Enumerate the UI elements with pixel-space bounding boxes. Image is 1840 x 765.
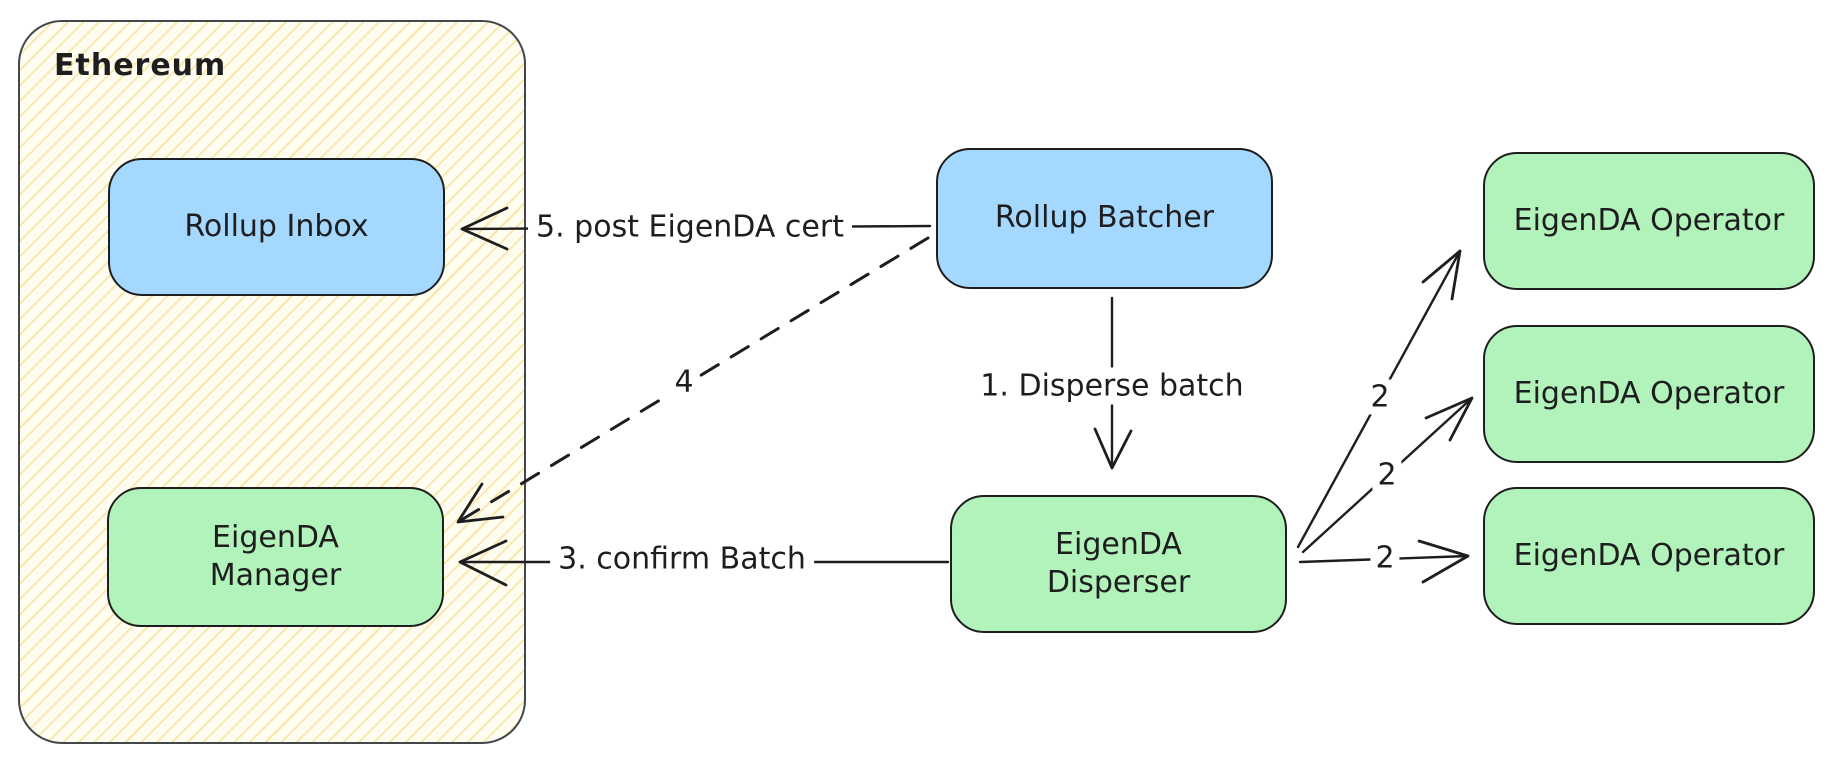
node-rollup-inbox: Rollup Inbox — [108, 158, 445, 296]
edge-label-post-cert-step-4: 4 — [668, 364, 700, 400]
node-eigenda-disperser-label: EigenDA Disperser — [1046, 526, 1191, 600]
node-rollup-batcher-label: Rollup Batcher — [994, 200, 1215, 236]
node-rollup-batcher: Rollup Batcher — [936, 148, 1273, 289]
node-eigenda-operator-3-label: EigenDA Operator — [1513, 537, 1785, 573]
edge-label-disperse-op-3: 2 — [1370, 540, 1400, 576]
node-eigenda-operator-3: EigenDA Operator — [1483, 487, 1815, 625]
ethereum-container: Ethereum — [18, 20, 526, 744]
node-eigenda-operator-1: EigenDA Operator — [1483, 152, 1815, 290]
node-eigenda-operator-2-label: EigenDA Operator — [1513, 375, 1785, 411]
edge-label-post-eigenda-cert: 5. post EigenDA cert — [528, 208, 852, 246]
ethereum-label: Ethereum — [54, 48, 227, 83]
edge-label-confirm-batch: 3. confirm Batch — [550, 540, 814, 578]
node-eigenda-operator-2: EigenDA Operator — [1483, 325, 1815, 463]
node-eigenda-manager-label: EigenDA Manager — [209, 519, 342, 593]
node-eigenda-manager: EigenDA Manager — [107, 487, 444, 627]
node-eigenda-disperser: EigenDA Disperser — [950, 495, 1287, 633]
edge-label-disperse-op-1: 2 — [1365, 379, 1395, 415]
node-eigenda-operator-1-label: EigenDA Operator — [1513, 202, 1785, 238]
node-rollup-inbox-label: Rollup Inbox — [184, 208, 369, 244]
edge-label-disperse-op-2: 2 — [1372, 457, 1402, 493]
edge-label-disperse-batch: 1. Disperse batch — [972, 367, 1252, 405]
